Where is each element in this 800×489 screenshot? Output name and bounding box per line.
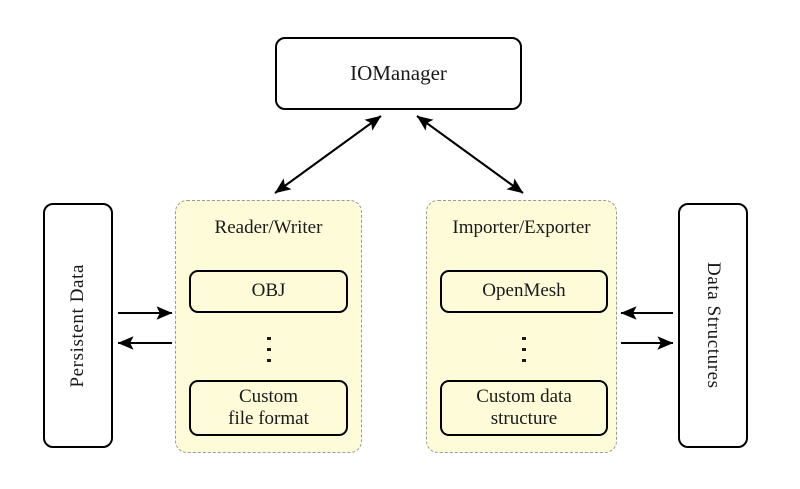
node-data-structures-label: Data Structures — [703, 262, 725, 389]
node-iomanager-label: IOManager — [350, 61, 447, 86]
node-persistent-data-label: Persistent Data — [66, 263, 88, 388]
node-custom-file-format-label: Custom file format — [228, 385, 309, 429]
connector-manager-importerexporter — [416, 115, 524, 194]
node-openmesh-label: OpenMesh — [482, 280, 566, 302]
node-obj[interactable]: OBJ — [189, 270, 348, 313]
node-iomanager[interactable]: IOManager — [275, 37, 522, 110]
node-openmesh[interactable]: OpenMesh — [440, 270, 608, 313]
group-reader-writer-title: Reader/Writer — [214, 217, 323, 238]
node-custom-file-format[interactable]: Custom file format — [189, 380, 348, 436]
node-persistent-data[interactable]: Persistent Data — [43, 203, 113, 448]
ellipsis-importer-exporter — [515, 337, 533, 362]
node-data-structures[interactable]: Data Structures — [678, 203, 748, 448]
node-custom-data-structure-label: Custom data structure — [476, 385, 572, 429]
node-obj-label: OBJ — [251, 280, 286, 302]
connector-manager-readerwriter — [274, 115, 382, 194]
ellipsis-reader-writer — [260, 337, 278, 362]
node-custom-data-structure[interactable]: Custom data structure — [440, 380, 608, 436]
group-importer-exporter-title: Importer/Exporter — [452, 217, 591, 238]
